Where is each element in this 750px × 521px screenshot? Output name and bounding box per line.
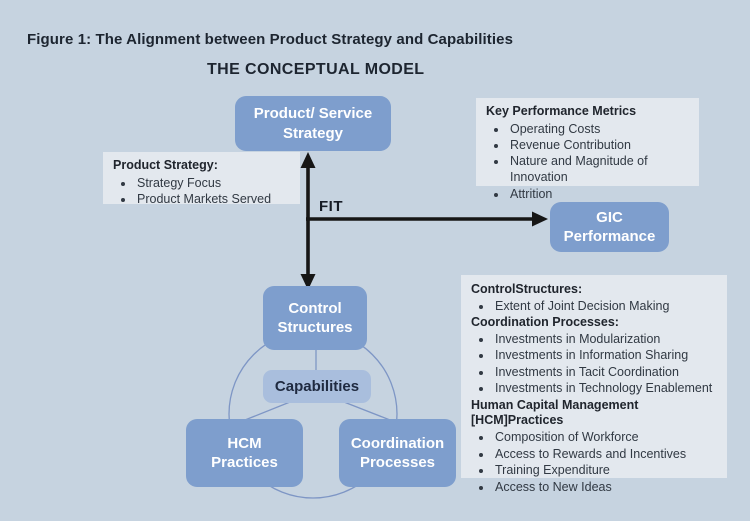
product-service-strategy-label-line1: Product/ Service bbox=[253, 105, 373, 122]
hcm-section-list: Composition of Workforce Access to Rewar… bbox=[471, 429, 717, 495]
capabilities-detail-box: ControlStructures: Extent of Joint Decis… bbox=[461, 275, 727, 494]
coordination-processes-label-line1: Coordination bbox=[350, 434, 445, 452]
product-strategy-info-list: Strategy Focus Product Markets Served bbox=[113, 175, 290, 208]
hcm-practices-label-line1: HCM bbox=[227, 434, 262, 452]
gic-performance-label-line2: Performance bbox=[563, 228, 656, 245]
control-structures-section-list: Extent of Joint Decision Making bbox=[471, 298, 717, 315]
connector-capabilities-hcm bbox=[244, 401, 291, 421]
fit-label: FIT bbox=[319, 198, 343, 215]
control-structures-label-line2: Structures bbox=[277, 319, 353, 336]
list-item: Investments in Modularization bbox=[493, 331, 717, 348]
control-structures-node: Control Structures bbox=[263, 286, 367, 350]
hcm-section-heading-line2: [HCM]Practices bbox=[471, 413, 564, 428]
control-structures-section-heading: ControlStructures: bbox=[471, 282, 583, 296]
hcm-section-heading-line1: Human Capital Management bbox=[471, 397, 639, 412]
coordination-processes-node: Coordination Processes bbox=[339, 419, 456, 487]
list-item: Product Markets Served bbox=[135, 191, 290, 207]
gic-performance-label-line1: GIC bbox=[596, 208, 623, 226]
product-service-strategy-label-line2: Strategy bbox=[282, 124, 343, 142]
list-item: Extent of Joint Decision Making bbox=[493, 298, 717, 315]
capabilities-node: Capabilities bbox=[263, 370, 371, 403]
coordination-processes-label-line2: Processes bbox=[359, 454, 436, 471]
hcm-practices-label-line2: Practices bbox=[211, 454, 278, 471]
product-strategy-info-title: Product Strategy: bbox=[113, 158, 218, 172]
list-item: Training Expenditure bbox=[493, 462, 717, 479]
key-performance-metrics-box: Key Performance Metrics Operating Costs … bbox=[476, 98, 699, 201]
list-item: Attrition bbox=[508, 186, 689, 202]
figure-title: Figure 1: The Alignment between Product … bbox=[27, 31, 514, 48]
product-strategy-info-box: Product Strategy: Strategy Focus Product… bbox=[103, 152, 300, 206]
list-item: Access to New Ideas bbox=[493, 479, 717, 496]
capabilities-label: Capabilities bbox=[274, 378, 360, 395]
product-service-strategy-node: Product/ Service Strategy bbox=[235, 96, 391, 151]
list-item: Revenue Contribution bbox=[508, 137, 689, 153]
control-structures-label-line1: Control bbox=[288, 299, 342, 317]
fit-arrow-horizontal bbox=[306, 211, 548, 227]
list-item: Operating Costs bbox=[508, 121, 689, 137]
coordination-processes-section-heading: Coordination Processes: bbox=[471, 315, 619, 330]
list-item: Nature and Magnitude of Innovation bbox=[508, 153, 689, 186]
connector-capabilities-coordination bbox=[343, 401, 391, 421]
coordination-processes-section-list: Investments in Modularization Investment… bbox=[471, 331, 717, 397]
list-item: Strategy Focus bbox=[135, 175, 290, 191]
key-performance-metrics-list: Operating Costs Revenue Contribution Nat… bbox=[486, 121, 689, 202]
hcm-practices-node: HCM Practices bbox=[186, 419, 303, 487]
list-item: Investments in Information Sharing bbox=[493, 347, 717, 364]
model-subtitle: THE CONCEPTUAL MODEL bbox=[207, 61, 425, 78]
list-item: Composition of Workforce bbox=[493, 429, 717, 446]
key-performance-metrics-title: Key Performance Metrics bbox=[486, 104, 637, 118]
fit-arrow-vertical bbox=[300, 152, 316, 290]
gic-performance-node: GIC Performance bbox=[550, 202, 669, 252]
list-item: Access to Rewards and Incentives bbox=[493, 446, 717, 463]
list-item: Investments in Tacit Coordination bbox=[493, 364, 717, 381]
list-item: Investments in Technology Enablement bbox=[493, 380, 717, 397]
